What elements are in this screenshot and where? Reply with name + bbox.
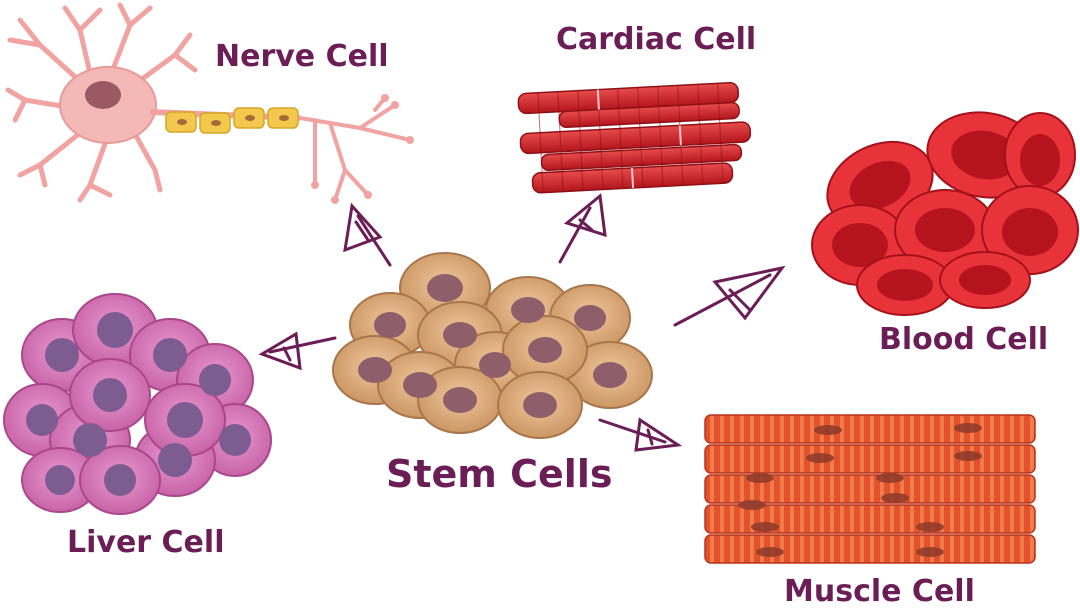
label-nerve-cell: Nerve Cell xyxy=(215,39,389,74)
arrow-to-liver-cell xyxy=(258,331,337,371)
stem-cell-cluster xyxy=(332,252,653,439)
arrow-to-cardiac-cell xyxy=(558,193,607,264)
liver-cell-illustration xyxy=(3,293,272,515)
label-stem-cells: Stem Cells xyxy=(386,452,613,496)
label-blood-cell: Blood Cell xyxy=(879,322,1049,357)
muscle-cell-illustration xyxy=(704,414,1036,564)
arrow-to-muscle-cell xyxy=(598,417,683,452)
nerve-cell-illustration xyxy=(5,2,414,204)
arrow-to-blood-cell xyxy=(673,265,786,327)
arrow-to-nerve-cell xyxy=(343,202,392,267)
cardiac-cell-illustration xyxy=(517,81,752,194)
label-liver-cell: Liver Cell xyxy=(67,525,225,560)
label-cardiac-cell: Cardiac Cell xyxy=(556,22,757,57)
label-muscle-cell: Muscle Cell xyxy=(784,574,975,609)
blood-cell-illustration xyxy=(811,111,1079,316)
